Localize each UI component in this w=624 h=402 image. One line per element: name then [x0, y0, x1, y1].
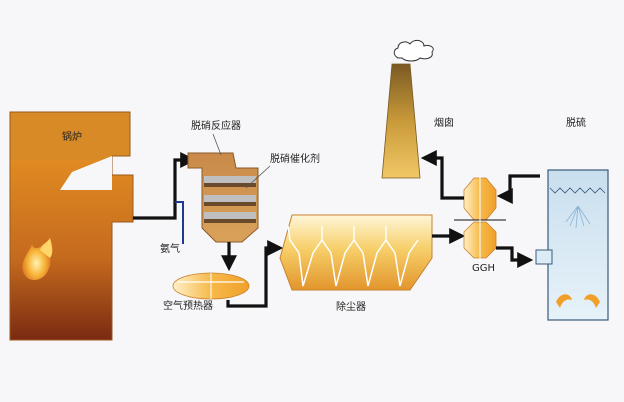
- label-scr-reactor: 脱硝反应器: [191, 121, 241, 132]
- smoke-cloud-icon: [393, 39, 434, 62]
- label-boiler: 锅炉: [62, 132, 82, 143]
- chimney: [381, 39, 434, 179]
- pipe-ggh-to-chimney: [420, 150, 464, 200]
- pipe-ggh-to-tower: [496, 246, 534, 268]
- agitator-icon: [584, 294, 600, 308]
- agitator-icon: [556, 294, 572, 308]
- dust-collector: [279, 214, 433, 291]
- pipe-boiler-to-reactor: [133, 152, 197, 220]
- ggh-heat-exchanger: [454, 176, 506, 262]
- air-preheater: [172, 272, 250, 300]
- label-air-preheater: 空气预热器: [163, 301, 213, 312]
- pipe-tower-to-ggh: [496, 174, 540, 204]
- ammonia-line: [175, 201, 184, 244]
- scr-reactor: [187, 133, 271, 243]
- desulfurization-tower: [535, 169, 609, 321]
- label-desulfurization: 脱硫: [566, 118, 586, 129]
- label-chimney: 烟囱: [434, 118, 454, 129]
- label-ammonia: 氨气: [160, 244, 180, 255]
- label-ggh: GGH: [472, 263, 496, 274]
- label-scr-catalyst: 脱硝催化剂: [270, 154, 320, 165]
- label-dust-collector: 除尘器: [336, 302, 366, 313]
- flame-icon: [40, 238, 53, 258]
- boiler: [9, 111, 134, 341]
- pipe-preheater-to-dust: [226, 240, 284, 308]
